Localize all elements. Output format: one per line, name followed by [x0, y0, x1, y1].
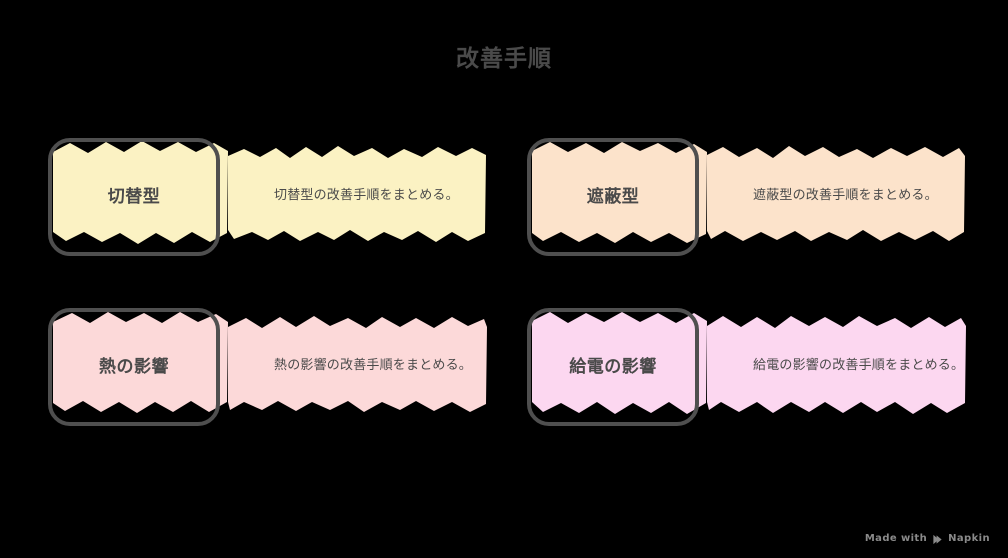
- card-label-box[interactable]: 切替型: [48, 138, 220, 256]
- card-description: 切替型の改善手順をまとめる。: [274, 187, 459, 203]
- card-label: 遮蔽型: [586, 187, 640, 207]
- marker-stroke-path: [532, 142, 707, 243]
- card-shielding-type[interactable]: 遮蔽型の改善手順をまとめる。 遮蔽型: [525, 132, 965, 262]
- card-switching-type[interactable]: 切替型の改善手順をまとめる。 切替型: [46, 132, 486, 262]
- description-highlight-marker: [705, 310, 967, 420]
- watermark-brand: Napkin: [948, 533, 990, 544]
- watermark-prefix: Made with: [864, 533, 928, 544]
- napkin-logo-icon: [932, 534, 943, 545]
- marker-stroke-path: [707, 146, 965, 241]
- marker-stroke-path: [707, 316, 966, 414]
- card-heat-effect[interactable]: 熱の影響の改善手順をまとめる。 熱の影響: [46, 302, 488, 432]
- card-label-box[interactable]: 遮蔽型: [527, 138, 699, 256]
- label-highlight-marker: [529, 138, 709, 250]
- label-highlight-marker: [529, 308, 709, 420]
- card-description-area: 遮蔽型の改善手順をまとめる。: [705, 140, 967, 250]
- card-description-area: 熱の影響の改善手順をまとめる。: [226, 310, 488, 420]
- card-label: 熱の影響: [99, 357, 169, 377]
- card-label: 給電の影響: [569, 357, 657, 377]
- marker-stroke-path: [53, 141, 228, 244]
- marker-stroke-path: [53, 312, 228, 413]
- marker-stroke-path: [532, 312, 707, 414]
- card-description: 遮蔽型の改善手順をまとめる。: [753, 187, 938, 203]
- watermark[interactable]: Made with Napkin: [864, 533, 990, 545]
- marker-stroke-path: [228, 146, 486, 242]
- card-label-box[interactable]: 熱の影響: [48, 308, 220, 426]
- card-label: 切替型: [107, 187, 161, 207]
- card-label-box[interactable]: 給電の影響: [527, 308, 699, 426]
- description-highlight-marker: [226, 140, 488, 250]
- card-description: 給電の影響の改善手順をまとめる。: [753, 357, 965, 373]
- marker-stroke-path: [228, 316, 487, 412]
- card-description: 熱の影響の改善手順をまとめる。: [274, 357, 473, 373]
- card-description-area: 切替型の改善手順をまとめる。: [226, 140, 488, 250]
- description-highlight-marker: [705, 140, 967, 250]
- label-highlight-marker: [50, 138, 230, 250]
- label-highlight-marker: [50, 308, 230, 420]
- card-description-area: 給電の影響の改善手順をまとめる。: [705, 310, 967, 420]
- description-highlight-marker: [226, 310, 488, 420]
- card-power-supply-effect[interactable]: 給電の影響の改善手順をまとめる。 給電の影響: [525, 302, 967, 432]
- page-title: 改善手順: [456, 46, 552, 72]
